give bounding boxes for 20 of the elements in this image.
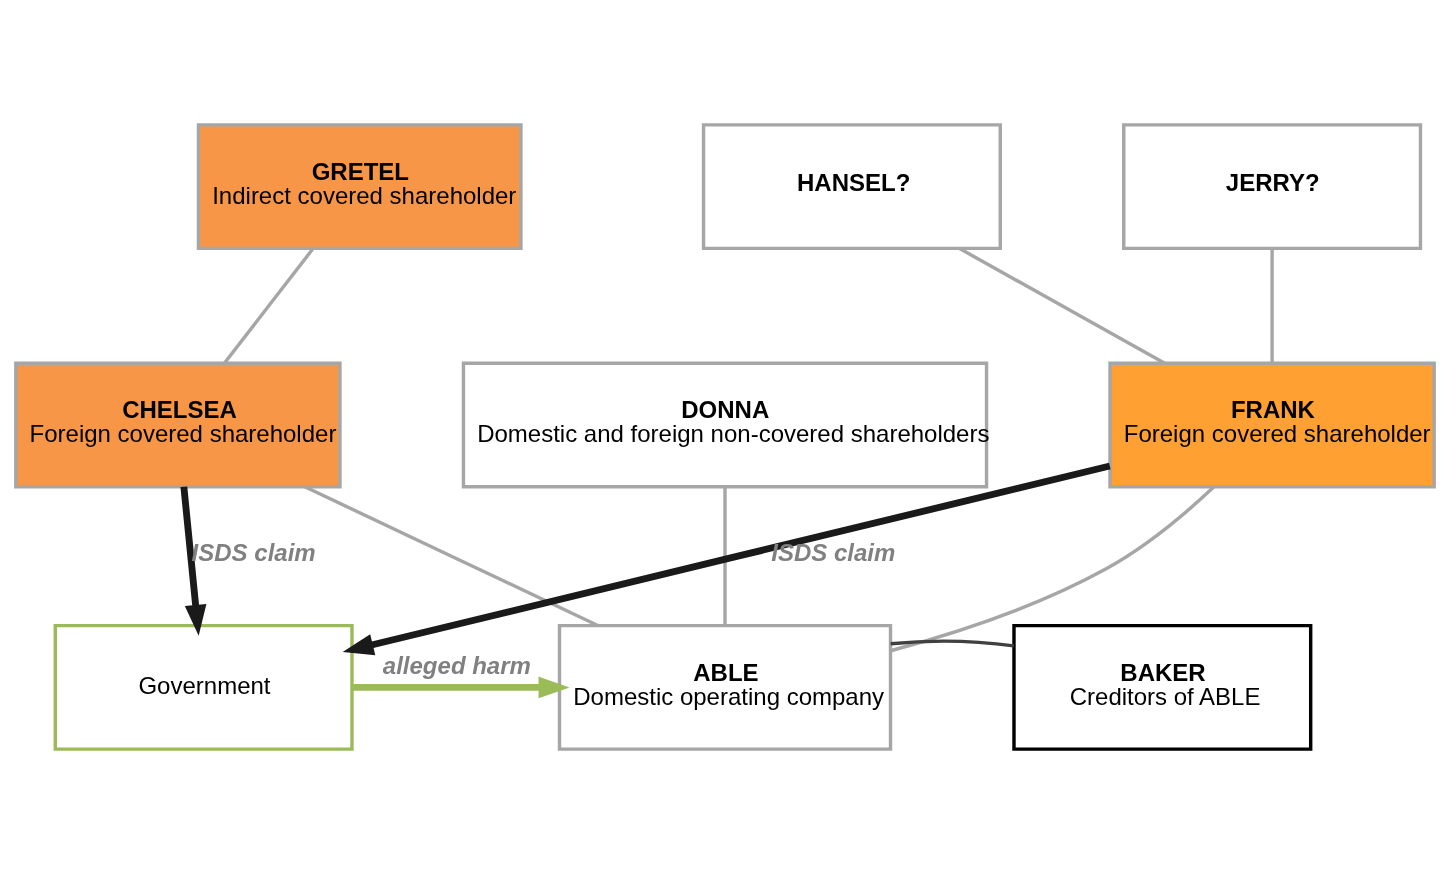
- edge-label: ISDS claim: [771, 538, 896, 566]
- connector: [223, 247, 315, 365]
- edge-label: alleged harm: [382, 652, 531, 680]
- node-box: DONNA Domestic and foreign non-covered shareholders: [461, 361, 989, 489]
- connector: [723, 486, 727, 626]
- node-box: FRANK Foreign covered shareholder: [1108, 361, 1436, 489]
- node-box: Government: [53, 623, 354, 751]
- connector: [1270, 248, 1274, 363]
- node-box: GRETEL Indirect covered shareholder: [196, 123, 523, 251]
- arrow: [342, 462, 1111, 656]
- connector: [890, 639, 1014, 648]
- node-box: CHELSEA Foreign covered shareholder: [14, 361, 342, 489]
- connector: [958, 247, 1166, 365]
- arrow: [352, 676, 570, 699]
- node-box: ABLE Domestic operating company: [557, 623, 893, 751]
- arrow: [180, 486, 207, 636]
- node-box: BAKER Creditors of ABLE: [1012, 623, 1313, 751]
- node-box: HANSEL?: [701, 123, 1002, 251]
- node-box: JERRY?: [1122, 123, 1423, 251]
- connector: [890, 486, 1215, 653]
